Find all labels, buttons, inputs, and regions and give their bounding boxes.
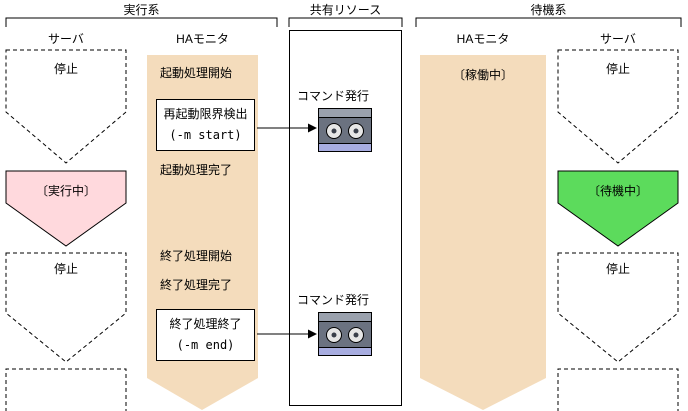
end-process-command: (-m end) [176,338,235,352]
command-issue-label-2: コマンド発行 [297,293,370,307]
group-label-shared: 共有リソース [309,3,382,17]
exec-server-stop-bottom-label: 停止 [53,262,78,276]
exec-server-partial-shape [5,368,127,411]
column-header-standby-server: サーバ [600,32,636,46]
exec-server-stop-top-label: 停止 [53,62,78,76]
standby-group-bracket [415,17,682,27]
standby-server-standby-shape [557,170,679,247]
end-process-box: 終了処理終了 (-m end) [156,309,255,361]
standby-server-stop-bottom-label: 停止 [605,262,630,276]
exec-server-running-shape [5,170,127,247]
storage-device-icon-1 [318,108,372,152]
standby-monitor-status-label: 〔稼働中〕 [452,68,513,82]
column-header-exec-monitor: HAモニタ [176,32,229,46]
restart-limit-detect-box: 再起動限界検出 (-m start) [156,99,255,151]
standby-server-stop-shape-top [557,49,679,164]
exec-group-bracket [5,17,278,27]
exec-monitor-event-startup-begin: 起動処理開始 [160,66,233,80]
shared-group-bracket [288,17,403,27]
command-arrow-1 [257,123,317,133]
group-label-standby: 待機系 [530,3,567,17]
standby-server-standby-label: 〔待機中〕 [587,184,648,198]
column-header-exec-server: サーバ [48,32,84,46]
standby-server-partial-shape [557,368,679,411]
exec-monitor-event-startup-complete: 起動処理完了 [160,163,233,177]
exec-monitor-event-end-complete: 終了処理完了 [160,278,233,292]
standby-server-stop-top-label: 停止 [605,62,630,76]
group-label-exec: 実行系 [123,3,160,17]
command-issue-label-1: コマンド発行 [297,89,370,103]
standby-server-stop-shape-bottom [557,252,679,363]
exec-server-stop-shape-bottom [5,252,127,363]
command-arrow-2 [257,329,317,339]
end-process-label: 終了処理終了 [169,317,242,331]
storage-device-icon-2 [318,312,372,356]
exec-monitor-event-end-begin: 終了処理開始 [160,249,233,263]
restart-limit-detect-label: 再起動限界検出 [163,107,248,121]
exec-server-running-label: 〔実行中〕 [35,184,96,198]
standby-monitor-arrow [420,55,546,410]
column-header-standby-monitor: HAモニタ [456,32,510,46]
exec-server-stop-shape-top [5,49,127,164]
restart-limit-detect-command: (-m start) [169,128,242,142]
